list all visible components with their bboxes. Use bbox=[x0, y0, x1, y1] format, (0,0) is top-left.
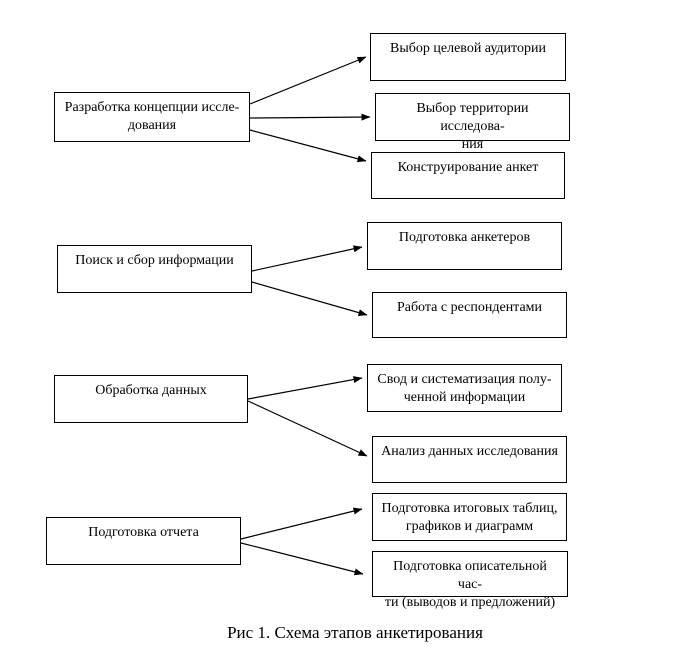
arrow-search-to-interviewers bbox=[251, 245, 363, 272]
substage-box-descriptive-part: Подготовка описательной час- ти (выводов… bbox=[372, 551, 568, 610]
stage-box-concept-development: Разработка концепции иссле- дования bbox=[54, 92, 250, 142]
stage-box-info-search: Поиск и сбор информации bbox=[57, 245, 252, 293]
arrow-report-to-descriptive bbox=[240, 542, 364, 576]
arrow-report-to-tables bbox=[240, 507, 363, 540]
substage-box-territory: Выбор территории исследова- ния bbox=[375, 93, 570, 152]
substage-box-interviewer-training: Подготовка анкетеров bbox=[367, 222, 562, 270]
substage-box-respondent-work: Работа с респондентами bbox=[372, 292, 567, 338]
arrow-concept-to-audience bbox=[249, 56, 367, 105]
substage-box-target-audience: Выбор целевой аудитории bbox=[370, 33, 566, 81]
substage-box-data-systematization: Свод и систематизация полу- ченной инфор… bbox=[367, 364, 562, 412]
arrow-processing-to-systematization bbox=[247, 376, 363, 400]
substage-box-tables-charts: Подготовка итоговых таблиц, графиков и д… bbox=[372, 493, 567, 541]
arrow-search-to-respondents bbox=[251, 281, 368, 317]
arrow-processing-to-analysis bbox=[247, 400, 368, 457]
figure-caption: Рис 1. Схема этапов анкетирования bbox=[227, 623, 483, 642]
stage-box-report-preparation: Подготовка отчета bbox=[46, 517, 241, 565]
substage-box-data-analysis: Анализ данных исследования bbox=[372, 436, 567, 483]
substage-box-questionnaire-design: Конструирование анкет bbox=[371, 152, 565, 199]
arrow-concept-to-territory bbox=[249, 113, 371, 121]
arrow-concept-to-questionnaires bbox=[249, 129, 367, 163]
stage-box-data-processing: Обработка данных bbox=[54, 375, 248, 423]
